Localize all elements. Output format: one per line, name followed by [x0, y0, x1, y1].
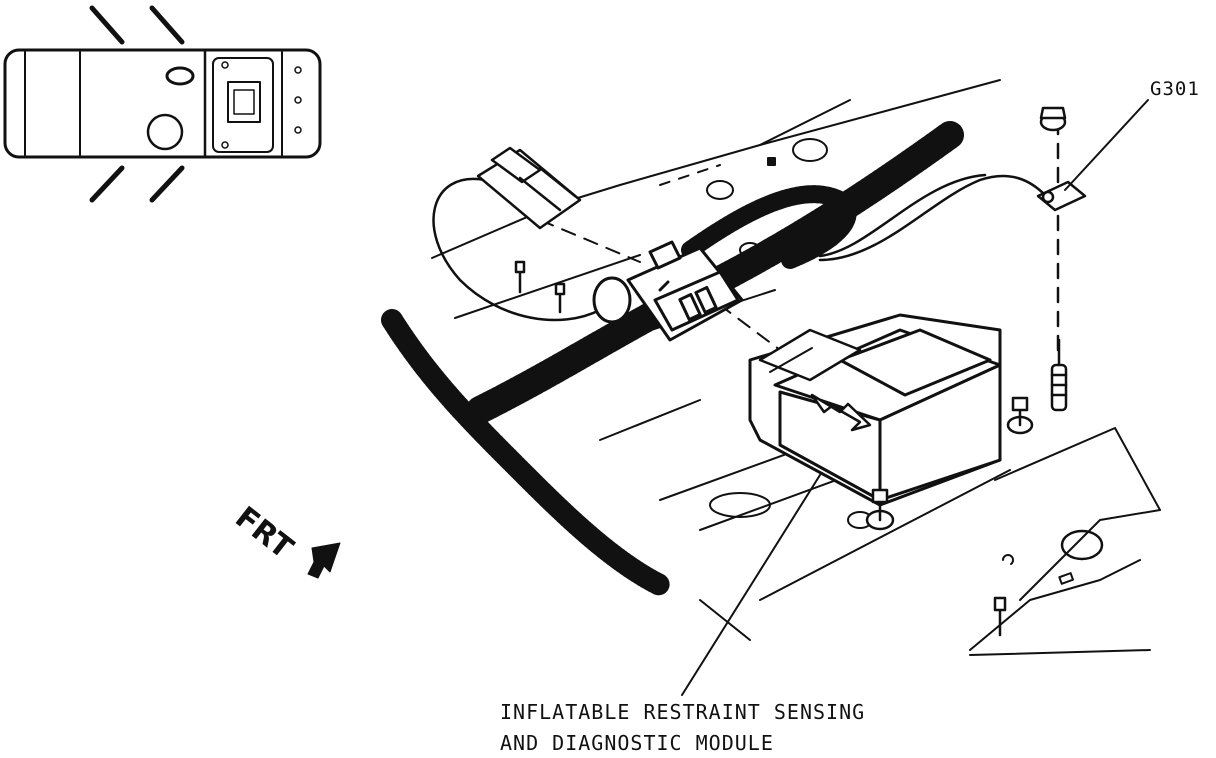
- ground-bolt-g301: [1036, 106, 1087, 412]
- ground-label: G301: [1150, 78, 1200, 100]
- front-direction-arrow-icon: [307, 542, 341, 579]
- pigtail-connector: [476, 146, 582, 230]
- carpet-edge: [381, 309, 671, 596]
- leader-lines: [681, 99, 1149, 696]
- harness-connector: [592, 240, 744, 342]
- floor-studs: [514, 260, 1007, 637]
- pigtail-wires: [432, 173, 1047, 322]
- vehicle-locator-icon: [3, 5, 322, 203]
- module-label-line-2: AND DIAGNOSTIC MODULE: [500, 731, 774, 755]
- module-label-line-1: INFLATABLE RESTRAINT SENSING: [500, 700, 866, 724]
- sdm-module: [748, 313, 1034, 531]
